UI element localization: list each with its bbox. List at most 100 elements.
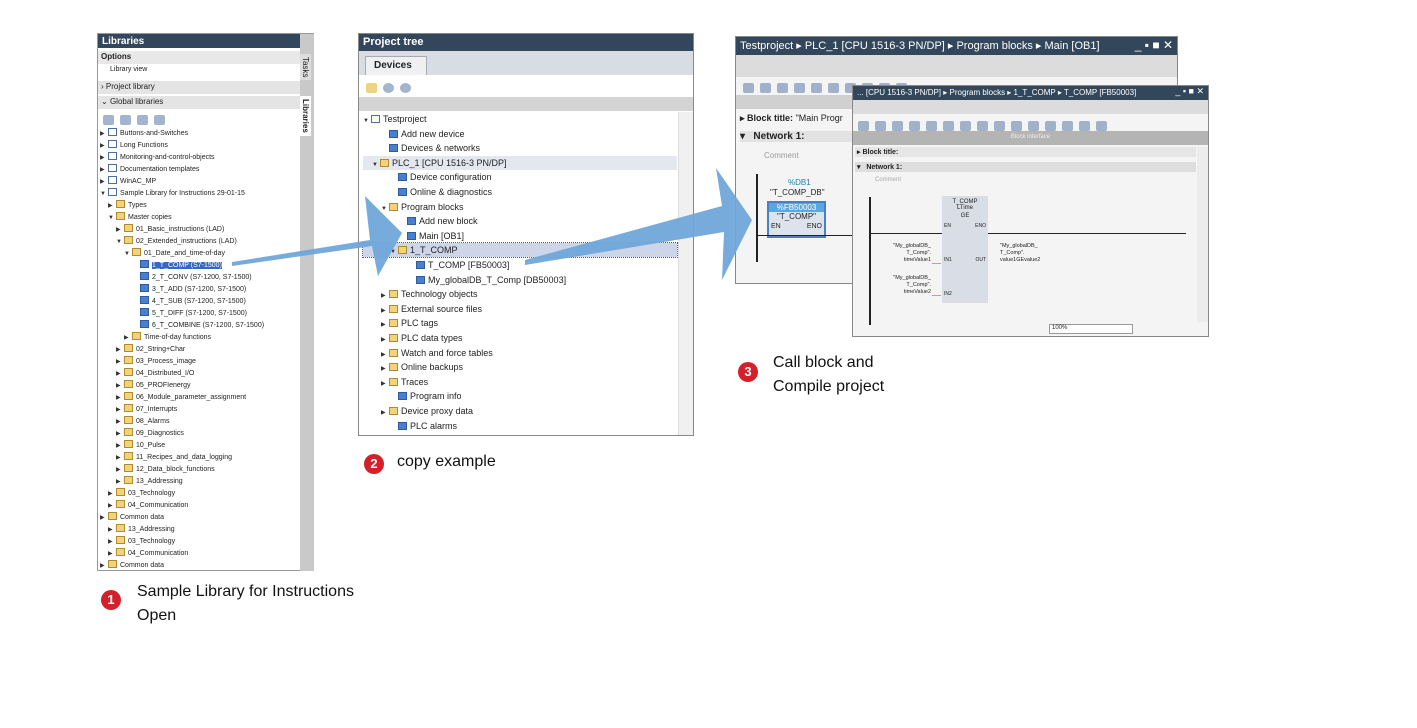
tree-item[interactable]: ▶03_Process_image [100, 356, 298, 368]
tab-tasks[interactable]: Tasks [300, 54, 311, 81]
toolbar-icon[interactable] [103, 115, 114, 125]
tree-item[interactable]: ▶03_Technology [100, 536, 298, 548]
tree-item[interactable]: ▶Documentation templates [100, 164, 298, 176]
vertical-scrollbar[interactable] [1197, 147, 1208, 322]
tree-item[interactable]: ▶08_Alarms [100, 416, 298, 428]
expand-right-icon[interactable]: ▶ [116, 383, 121, 389]
toolbar-icon[interactable] [154, 115, 165, 125]
expand-down-icon[interactable]: ▼ [363, 118, 369, 124]
expand-down-icon[interactable]: ▼ [390, 249, 396, 256]
expand-right-icon[interactable]: ▶ [100, 143, 105, 149]
tree-item[interactable]: ▶Watch and force tables [363, 346, 677, 360]
expand-right-icon[interactable]: ▶ [381, 366, 386, 373]
back-icon[interactable] [383, 83, 394, 93]
tree-item[interactable]: 3_T_ADD (S7-1200, S7-1500) [100, 284, 298, 296]
tree-item[interactable]: Device configuration [363, 170, 677, 184]
tree-item[interactable]: ▶02_String+Char [100, 344, 298, 356]
expand-right-icon[interactable]: ▶ [116, 407, 121, 413]
tree-item[interactable]: ▶04_Communication [100, 500, 298, 512]
expand-right-icon[interactable]: ▶ [108, 551, 113, 557]
forward-icon[interactable] [400, 83, 411, 93]
tree-item[interactable]: 4_T_SUB (S7-1200, S7-1500) [100, 296, 298, 308]
expand-right-icon[interactable]: ▶ [381, 293, 386, 300]
out-operand[interactable]: "My_globalDB_T_Comp".value1GEvalue2 [1000, 243, 1041, 263]
tree-item[interactable]: ▶Types [100, 200, 298, 212]
tree-item[interactable]: ▶PLC data types [363, 331, 677, 345]
tree-item[interactable]: Add new block [363, 214, 677, 228]
tree-item[interactable]: ▼01_Date_and_time-of-day [100, 248, 298, 260]
tree-item[interactable]: ▶10_Pulse [100, 440, 298, 452]
expand-right-icon[interactable]: ▶ [381, 410, 386, 416]
tree-item[interactable]: ▼Sample Library for Instructions 29-01-1… [100, 188, 298, 200]
expand-right-icon[interactable]: ▶ [108, 491, 113, 497]
expand-right-icon[interactable]: ▶ [100, 179, 105, 185]
comment[interactable]: Comment [875, 177, 902, 183]
tree-item[interactable]: ▶PLC tags [363, 316, 677, 330]
expand-right-icon[interactable]: ▶ [108, 539, 113, 545]
expand-right-icon[interactable]: ▶ [381, 380, 386, 387]
tree-item[interactable]: My_globalDB_T_Comp [DB50003] [363, 273, 677, 287]
expand-right-icon[interactable]: ▶ [116, 347, 121, 353]
expand-right-icon[interactable]: ▶ [381, 307, 386, 314]
tab-libraries[interactable]: Libraries [300, 96, 311, 137]
tree-item[interactable]: ▼Testproject [363, 112, 677, 126]
global-libraries-section[interactable]: ⌄ Global libraries [98, 96, 300, 109]
tree-item[interactable]: Add new device [363, 127, 677, 141]
tree-item[interactable]: Main [OB1] [363, 229, 677, 243]
tree-item[interactable]: Online & diagnostics [363, 185, 677, 199]
tree-item[interactable]: ▶Technology objects [363, 287, 677, 301]
tree-item[interactable]: ▶13_Addressing [100, 524, 298, 536]
expand-down-icon[interactable]: ▼ [108, 215, 114, 221]
expand-down-icon[interactable]: ▼ [116, 239, 122, 245]
tree-item[interactable]: ▼Program blocks [363, 200, 677, 214]
block-title-row[interactable]: ▸ Block title: [855, 147, 1196, 157]
expand-right-icon[interactable]: ▶ [108, 503, 113, 509]
tree-item[interactable]: ▶Long Functions [100, 140, 298, 152]
tree-item[interactable]: T_COMP [FB50003] [363, 258, 677, 272]
network-row[interactable]: ▾ Network 1: [855, 162, 1196, 172]
tree-item[interactable]: ▼02_Extended_instructions (LAD) [100, 236, 298, 248]
tree-item[interactable]: ▶09_Diagnostics [100, 428, 298, 440]
tree-item[interactable]: ▶12_Data_block_functions [100, 464, 298, 476]
expand-right-icon[interactable]: ▶ [116, 359, 121, 365]
expand-right-icon[interactable]: ▶ [116, 431, 121, 437]
tree-item[interactable]: ▶11_Recipes_and_data_logging [100, 452, 298, 464]
expand-right-icon[interactable]: ▶ [100, 167, 105, 173]
expand-right-icon[interactable]: ▶ [108, 203, 113, 209]
expand-right-icon[interactable]: ▶ [116, 443, 121, 449]
expand-right-icon[interactable]: ▶ [108, 527, 113, 533]
expand-right-icon[interactable]: ▶ [116, 419, 121, 425]
tree-item[interactable]: ▶Monitoring-and-control-objects [100, 152, 298, 164]
comment[interactable]: Comment [764, 151, 799, 160]
expand-right-icon[interactable]: ▶ [124, 335, 129, 341]
tree-item[interactable]: ▶Buttons-and-Switches [100, 128, 298, 140]
expand-right-icon[interactable]: ▶ [100, 515, 105, 521]
expand-right-icon[interactable]: ▶ [100, 131, 105, 137]
expand-down-icon[interactable]: ▼ [124, 251, 130, 257]
tree-item[interactable]: ▶06_Module_parameter_assignment [100, 392, 298, 404]
library-view-button[interactable]: Library view [110, 66, 148, 73]
expand-right-icon[interactable]: ▶ [100, 155, 105, 161]
network-row[interactable]: ▾ Network 1: [740, 131, 855, 142]
expand-right-icon[interactable]: ▶ [116, 371, 121, 377]
tree-item[interactable]: ▼PLC_1 [CPU 1516-3 PN/DP] [363, 155, 677, 170]
tree-item[interactable]: 2_T_CONV (S7-1200, S7-1500) [100, 272, 298, 284]
tree-item[interactable]: ▼Master copies [100, 212, 298, 224]
expand-right-icon[interactable]: ▶ [116, 395, 121, 401]
in2-operand[interactable]: "My_globalDB_T_Comp".timeValue2 [893, 275, 931, 295]
new-group-icon[interactable] [366, 83, 377, 93]
tree-item[interactable]: 6_T_COMBINE (S7-1200, S7-1500) [100, 320, 298, 332]
expand-down-icon[interactable]: ▼ [100, 191, 106, 197]
tree-item[interactable]: ▶Common data [100, 560, 298, 572]
vertical-scrollbar[interactable] [678, 112, 693, 435]
tree-item[interactable]: ▶Online backups [363, 360, 677, 374]
expand-right-icon[interactable]: ▶ [116, 455, 121, 461]
expand-right-icon[interactable]: ▶ [116, 467, 121, 473]
tree-item[interactable]: ▶Time-of-day functions [100, 332, 298, 344]
expand-right-icon[interactable]: ▶ [100, 563, 105, 569]
zoom-select[interactable]: 100% [1049, 324, 1133, 334]
expand-right-icon[interactable]: ▶ [381, 351, 386, 358]
tree-item[interactable]: ▶External source files [363, 302, 677, 316]
toolbar-icon[interactable] [120, 115, 131, 125]
